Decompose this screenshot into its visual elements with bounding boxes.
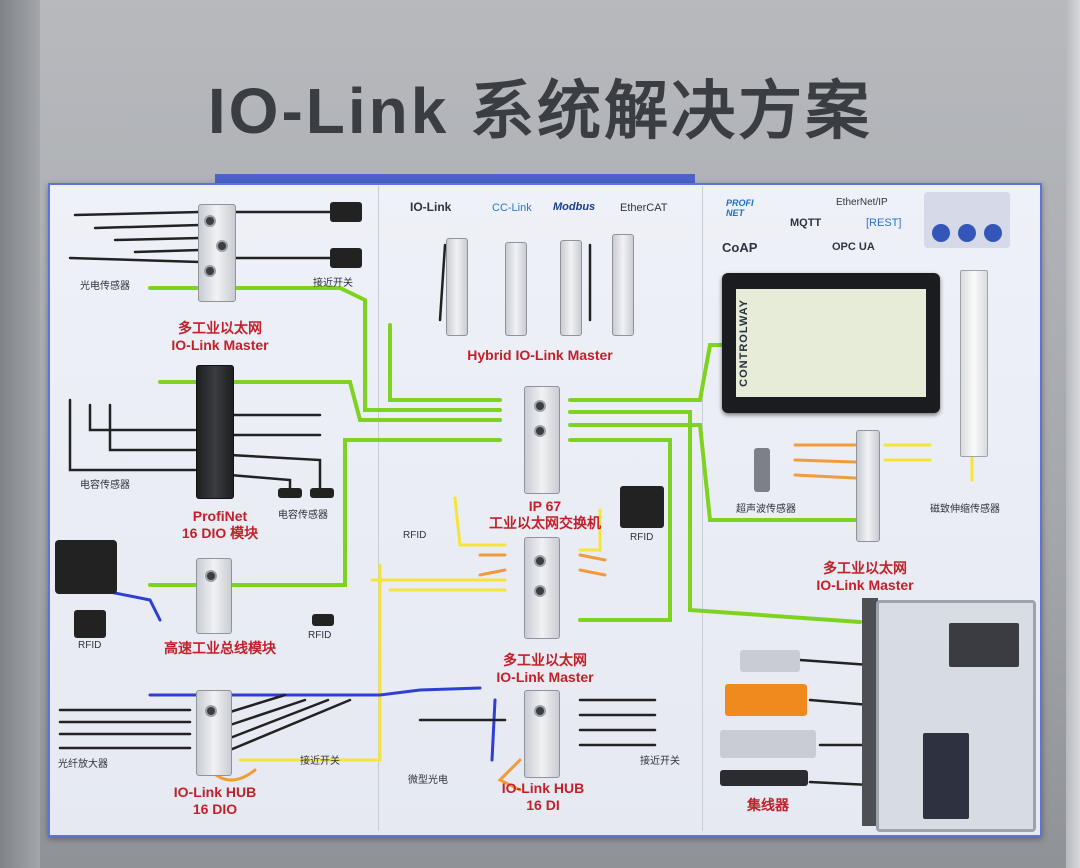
- port-connector: [534, 400, 546, 412]
- mqtt-logo: MQTT: [790, 217, 822, 229]
- cabinet-switch: [923, 733, 969, 819]
- fiber-amp-label: 光纤放大器: [58, 759, 108, 770]
- capacitive-right-label: 电容传感器: [278, 510, 328, 521]
- green-ethernet-wires: [148, 286, 862, 624]
- hub-di-module: [524, 690, 560, 778]
- rfid-center-left-label: RFID: [403, 530, 427, 541]
- ethercat-logo: EtherCAT: [620, 202, 668, 214]
- rfid-center-right-label: RFID: [630, 532, 654, 543]
- left-frame: [0, 0, 40, 868]
- port-connector: [534, 705, 546, 717]
- master-right-title: 多工业以太网 IO-Link Master: [816, 560, 914, 593]
- magnetostrictive-sensor: [960, 270, 988, 457]
- micro-photo-label: 微型光电: [408, 775, 448, 786]
- board-top-band: [215, 174, 695, 184]
- blue-fiber-wires: [98, 588, 497, 762]
- proximity-sensor-top-2: [330, 248, 362, 268]
- cloud-icon-panel: [924, 192, 1010, 248]
- hybrid-master-module-4: [612, 234, 634, 336]
- profinet-dio-module: [196, 365, 234, 499]
- proximity-bottom-label: 接近开关: [300, 756, 340, 767]
- iolink-logo: IO-Link: [410, 200, 452, 214]
- collector-hub-orange: [725, 684, 807, 716]
- rest-logo: [REST]: [866, 217, 902, 229]
- board-divider-right: [702, 186, 703, 831]
- master-center-title: 多工业以太网 IO-Link Master: [496, 652, 594, 685]
- hmi-monitor: CONTROLWAY: [722, 273, 940, 413]
- cclink-logo: CC-Link: [492, 202, 532, 214]
- master-module-right: [856, 430, 880, 542]
- modbus-logo: Modbus: [553, 201, 596, 213]
- ultrasonic-label: 超声波传感器: [736, 504, 796, 515]
- port-connector: [205, 705, 217, 717]
- cabinet-device: [949, 623, 1019, 667]
- black-sensor-cables: [58, 210, 872, 787]
- port-connector: [216, 240, 228, 252]
- cabinet-cable-rail: [862, 598, 878, 826]
- board-divider-left: [378, 186, 379, 831]
- hub-dio-title: IO-Link HUB 16 DIO: [173, 784, 257, 817]
- right-frame: [1066, 0, 1080, 868]
- hybrid-master-module-1: [446, 238, 468, 336]
- capacitive-left-label: 电容传感器: [80, 480, 130, 491]
- port-connector: [534, 425, 546, 437]
- screen-brand: CONTROLWAY: [738, 299, 750, 387]
- magnetostrictive-label: 磁致伸缩传感器: [930, 504, 1000, 515]
- port-connector: [204, 215, 216, 227]
- control-cabinet: [876, 600, 1036, 832]
- rfid-left-label: RFID: [78, 640, 102, 651]
- rfid-reader-right: [620, 486, 664, 528]
- collector-hub-4: [720, 770, 808, 786]
- hybrid-master-module-2: [505, 242, 527, 336]
- hybrid-master-module-3: [560, 240, 582, 336]
- port-connector: [534, 555, 546, 567]
- sun-icon: [984, 224, 1002, 242]
- capacitive-sensor-1: [278, 488, 302, 498]
- hub-di-title: IO-Link HUB 16 DI: [501, 780, 585, 813]
- cloud-icon: [958, 224, 976, 242]
- port-connector: [204, 265, 216, 277]
- yellow-io-wires: [238, 443, 974, 762]
- ethernetip-logo: EtherNet/IP: [836, 197, 888, 208]
- opcua-logo: OPC UA: [832, 241, 875, 253]
- ultrasonic-sensor: [754, 448, 770, 492]
- proximity-right-label: 接近开关: [640, 756, 680, 767]
- collector-title: 集线器: [747, 797, 789, 813]
- snow-icon: [932, 224, 950, 242]
- master-top-title: 多工业以太网 IO-Link Master: [171, 320, 269, 353]
- port-connector: [534, 585, 546, 597]
- capacitive-sensor-2: [310, 488, 334, 498]
- collector-hub-1: [740, 650, 800, 672]
- rfid-left2-label: RFID: [308, 630, 332, 641]
- fieldbus-title: 高速工业总线模块: [164, 640, 276, 656]
- collector-hub-3: [720, 730, 816, 758]
- hybrid-master-title: Hybrid IO-Link Master: [467, 347, 613, 363]
- hub-dio-module: [196, 690, 232, 776]
- page-title: IO-Link 系统解决方案: [207, 75, 873, 147]
- proximity-sensor-top-1: [330, 202, 362, 222]
- profinet-title: ProfiNet 16 DIO 模块: [181, 508, 259, 541]
- hmi-screen: CONTROLWAY: [736, 289, 926, 397]
- photo-sensor-label: 光电传感器: [80, 281, 130, 292]
- proximity-top-label: 接近开关: [313, 278, 353, 289]
- profinet-logo: PROFI NET: [726, 198, 754, 218]
- fieldbus-module: [196, 558, 232, 634]
- rfid-reader-small: [74, 610, 106, 638]
- port-connector: [205, 570, 217, 582]
- rfid-reader-large: [55, 540, 117, 594]
- rfid-tag: [312, 614, 334, 626]
- ip67-title: IP 67 工业以太网交换机: [489, 498, 601, 531]
- coap-logo: CoAP: [722, 240, 758, 255]
